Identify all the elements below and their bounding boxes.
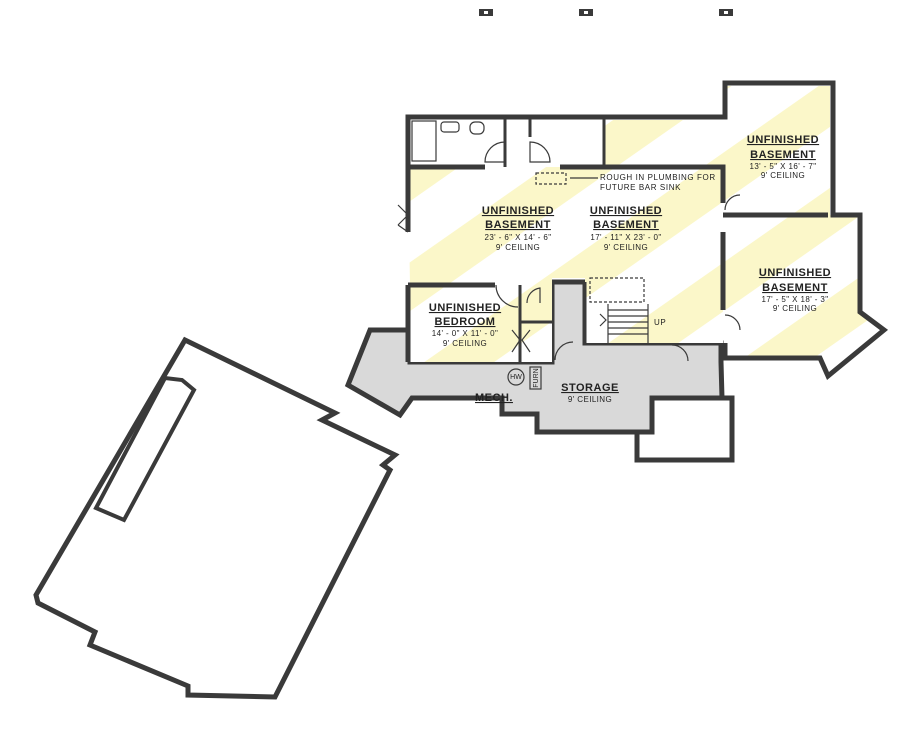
room-label-unfinished-left: UNFINISHED BASEMENT 23' - 6" X 14' - 6" … (482, 205, 554, 252)
room-dimensions: 13' - 5" X 16' - 7" (749, 162, 816, 171)
room-name: UNFINISHED (482, 205, 554, 217)
plumbing-note-line2: FUTURE BAR SINK (600, 183, 681, 192)
room-label-mech: MECH. (475, 392, 513, 404)
plumbing-note-line1: ROUGH IN PLUMBING FOR (600, 173, 716, 182)
stair-treads (599, 304, 649, 343)
bar-sink-roughin (535, 172, 598, 185)
room-name: UNFINISHED (759, 267, 831, 279)
section-markers (479, 9, 733, 16)
storage-name: STORAGE (561, 382, 619, 394)
room-name-2: BASEMENT (762, 282, 828, 294)
doors (397, 141, 741, 362)
room-ceiling: 9' CEILING (496, 243, 540, 252)
stairs (589, 277, 649, 343)
mechanical-equipment: HW FURN (507, 366, 542, 390)
storage-ceiling: 9' CEILING (568, 395, 612, 404)
room-dimensions: 17' - 5" X 18' - 3" (761, 295, 828, 304)
room-label-unfinished-right: UNFINISHED BASEMENT 17' - 5" X 18' - 3" … (759, 267, 831, 313)
mech-name: MECH. (475, 392, 513, 404)
unfinished-center-area (585, 165, 723, 343)
water-heater-icon (507, 368, 525, 386)
room-label-bedroom: UNFINISHED BEDROOM 14' - 0" X 11' - 0" 9… (429, 302, 501, 348)
room-dimensions: 17' - 11" X 23' - 0" (590, 233, 661, 242)
stairs-up-label: UP (654, 318, 666, 327)
bathroom-fixtures (411, 120, 485, 162)
room-name-2: BASEMENT (593, 219, 659, 231)
room-name: UNFINISHED (429, 302, 501, 314)
furnace-icon (529, 366, 542, 390)
room-label-unfinished-top-right: UNFINISHED BASEMENT 13' - 5" X 16' - 7" … (747, 134, 819, 180)
unfinished-right-area (725, 215, 884, 376)
room-name-2: BASEMENT (485, 219, 551, 231)
walls (405, 80, 889, 381)
room-ceiling: 9' CEILING (604, 243, 648, 252)
room-labels: UNFINISHED BASEMENT 23' - 6" X 14' - 6" … (429, 134, 831, 404)
unfinished-top-right-area (605, 86, 830, 215)
water-heater-label: HW (510, 374, 522, 381)
room-name-2: BEDROOM (435, 316, 496, 328)
room-ceiling: 9' CEILING (443, 339, 487, 348)
room-name: UNFINISHED (747, 134, 819, 146)
room-dimensions: 14' - 0" X 11' - 0" (432, 329, 498, 338)
room-name: UNFINISHED (590, 205, 662, 217)
bedroom-area (410, 285, 510, 362)
furnace-label: FURN (533, 368, 540, 387)
room-ceiling: 9' CEILING (761, 171, 805, 180)
room-label-unfinished-center: UNFINISHED BASEMENT 17' - 11" X 23' - 0"… (590, 205, 662, 252)
plumbing-note: ROUGH IN PLUMBING FOR FUTURE BAR SINK (600, 173, 716, 192)
room-label-storage: STORAGE 9' CEILING (561, 382, 619, 404)
room-name-2: BASEMENT (750, 149, 816, 161)
toilet-icon (469, 121, 485, 135)
shower-icon (411, 120, 437, 162)
room-ceiling: 9' CEILING (773, 304, 817, 313)
room-dimensions: 23' - 6" X 14' - 6" (484, 233, 551, 242)
unfinished-zones (408, 86, 884, 376)
